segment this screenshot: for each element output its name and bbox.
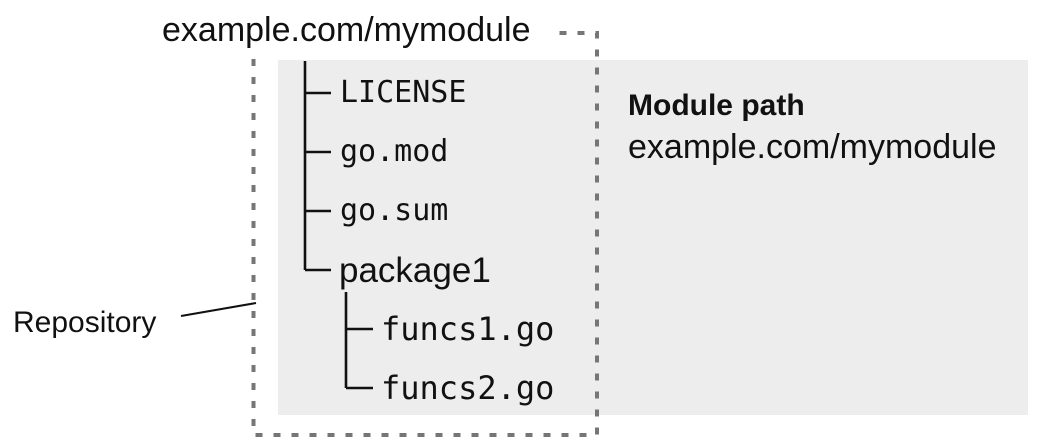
repository-callout-line [180, 302, 257, 317]
tree-item-package1: package1 [339, 251, 491, 290]
repository-url-label: example.com/mymodule [150, 9, 557, 55]
repository-dotted-border [251, 31, 599, 437]
module-path-value: example.com/mymodule [628, 128, 997, 166]
tree-item-license: LICENSE [340, 75, 467, 110]
tree-item-go-mod: go.mod [340, 134, 449, 169]
tree-item-funcs2-go: funcs2.go [381, 369, 555, 407]
tree-item-funcs1-go: funcs1.go [381, 310, 555, 348]
tree-item-go-sum: go.sum [340, 193, 449, 228]
module-path-info: Module path example.com/mymodule [628, 86, 996, 168]
repository-caption: Repository [13, 306, 157, 339]
module-box [278, 60, 1028, 415]
module-path-title: Module path [628, 89, 805, 122]
tree-lines [303, 61, 373, 390]
